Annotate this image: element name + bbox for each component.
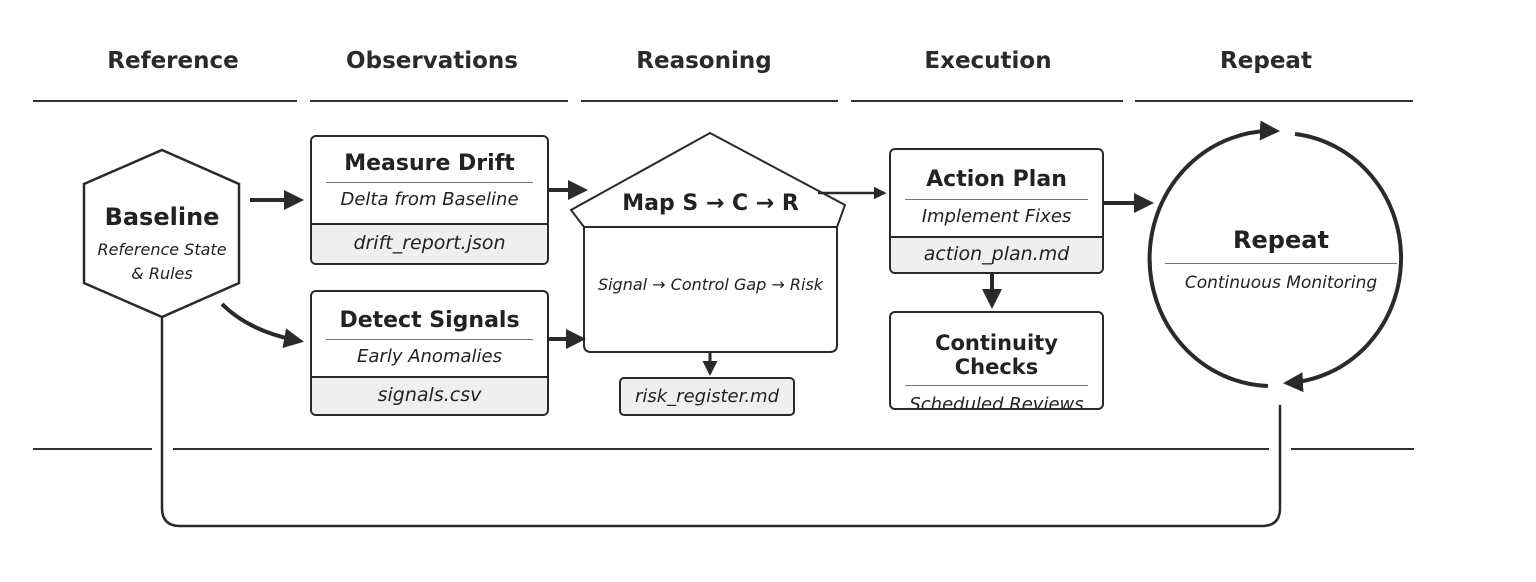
measure-drift-title: Measure Drift — [344, 151, 515, 176]
detect-signals-file: signals.csv — [312, 376, 547, 414]
action-plan-file: action_plan.md — [891, 236, 1102, 272]
measure-drift-file: drift_report.json — [312, 223, 547, 263]
column-rule-reference — [33, 100, 297, 102]
baseline-hexagon — [82, 148, 241, 319]
repeat-divider — [1165, 263, 1397, 264]
measure-drift-divider — [326, 182, 533, 183]
arrow-baseline-to-signals — [220, 302, 304, 349]
repeat-subtitle: Continuous Monitoring — [1184, 273, 1378, 293]
action-plan-card: Action Plan Implement Fixes action_plan.… — [889, 148, 1104, 274]
detect-signals-divider — [326, 339, 533, 340]
baseline-title: Baseline — [104, 203, 220, 231]
column-rule-execution — [851, 100, 1123, 102]
column-header-observations: Observations — [346, 48, 518, 74]
repeat-title: Repeat — [1233, 226, 1329, 254]
feedback-loop — [160, 317, 1282, 528]
continuity-checks-title: Continuity Checks — [935, 331, 1058, 379]
baseline-subtitle-line2: & Rules — [131, 264, 193, 283]
repeat-circle-left-arc — [1147, 120, 1280, 388]
repeat-circle-right-arc — [1283, 132, 1403, 393]
map-house-shape — [569, 131, 847, 353]
continuity-checks-subtitle: Scheduled Reviews — [909, 394, 1084, 410]
column-rule-repeat — [1135, 100, 1413, 102]
baseline-subtitle-line1: Reference State — [97, 240, 227, 259]
map-title: Map S → C → R — [622, 191, 799, 216]
column-rule-observations — [310, 100, 568, 102]
measure-drift-card: Measure Drift Delta from Baseline drift_… — [310, 135, 549, 265]
continuity-checks-card: Continuity Checks Scheduled Reviews — [889, 311, 1104, 410]
continuity-checks-divider — [905, 385, 1088, 386]
column-header-reasoning: Reasoning — [636, 48, 772, 74]
detect-signals-subtitle: Early Anomalies — [357, 346, 502, 367]
detect-signals-card: Detect Signals Early Anomalies signals.c… — [310, 290, 549, 416]
action-plan-divider — [905, 199, 1088, 200]
column-header-execution: Execution — [924, 48, 1052, 74]
column-rule-reasoning — [581, 100, 838, 102]
measure-drift-subtitle: Delta from Baseline — [340, 189, 519, 210]
risk-register-file: risk_register.md — [619, 377, 795, 416]
detect-signals-title: Detect Signals — [339, 308, 520, 333]
action-plan-title: Action Plan — [926, 167, 1067, 192]
map-subtitle: Signal → Control Gap → Risk — [597, 275, 824, 294]
action-plan-subtitle: Implement Fixes — [921, 206, 1072, 227]
column-header-repeat: Repeat — [1220, 48, 1312, 74]
column-header-reference: Reference — [107, 48, 239, 74]
